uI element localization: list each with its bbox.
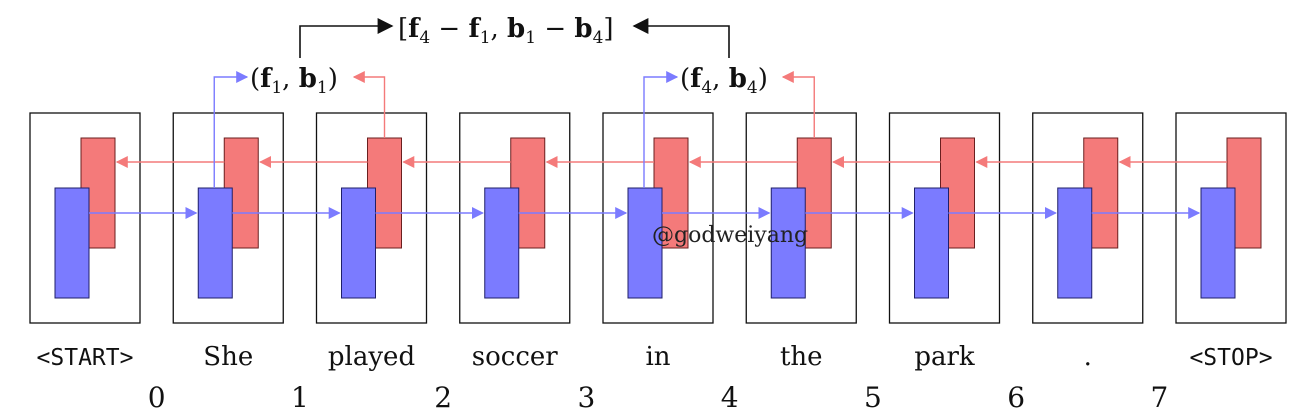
forward-lstm-cell [484, 187, 520, 299]
boundary-indices: 0 1 2 3 4 5 6 7 [148, 381, 1169, 414]
token-frame [1032, 112, 1144, 324]
token-label: park [914, 342, 975, 372]
forward-span-link [643, 71, 679, 188]
watermark: @godweiyang [652, 223, 808, 248]
boundary-index: 5 [864, 381, 882, 414]
token-label: <START> [37, 345, 134, 371]
token-frame [172, 112, 284, 324]
recurrent-arrows [89, 156, 1227, 219]
token-labels: <START> She played soccer in the park. <STOP> [37, 342, 1273, 372]
forward-span-link [213, 71, 249, 188]
token-frame [602, 112, 714, 324]
boundary-index: 2 [434, 381, 452, 414]
token-label: She [203, 342, 253, 372]
start-pair-to-span-connector [299, 18, 394, 58]
boundary-index: 4 [721, 381, 739, 414]
forward-lstm-cell [54, 187, 90, 299]
backward-span-link [352, 71, 386, 138]
span-links [213, 71, 815, 188]
token-frame [29, 112, 141, 324]
lstm-cells [54, 137, 1262, 299]
forward-lstm-cell [627, 187, 663, 299]
token-label: . [1084, 342, 1092, 372]
forward-lstm-cell [770, 187, 806, 299]
backward-span-link [781, 71, 815, 138]
token-frame [315, 112, 428, 324]
token-frame [745, 112, 857, 324]
forward-lstm-cell [341, 187, 376, 299]
forward-lstm-cell [197, 187, 233, 299]
forward-lstm-cell [1057, 187, 1093, 299]
forward-lstm-cell [1200, 187, 1236, 299]
token-frame [888, 112, 1001, 324]
boundary-index: 0 [148, 381, 166, 414]
boundary-index: 1 [291, 381, 309, 414]
end-pair-to-span-connector [632, 18, 730, 58]
token-frame [1175, 112, 1287, 324]
token-label: the [780, 342, 823, 372]
token-label: soccer [472, 342, 559, 372]
token-frame [459, 112, 571, 324]
token-frames [29, 112, 1287, 324]
forward-lstm-cell [914, 187, 949, 299]
boundary-index: 3 [577, 381, 595, 414]
span-representation: [f4 − f1, b1 − b4] [398, 14, 614, 48]
boundary-index: 6 [1007, 381, 1025, 414]
token-label: played [328, 342, 415, 372]
span-end-pair: (f4, b4) [680, 64, 768, 98]
token-label: in [645, 342, 670, 372]
span-start-pair: (f1, b1) [250, 64, 338, 98]
boundary-index: 7 [1150, 381, 1168, 414]
token-label: <STOP> [1189, 345, 1272, 371]
